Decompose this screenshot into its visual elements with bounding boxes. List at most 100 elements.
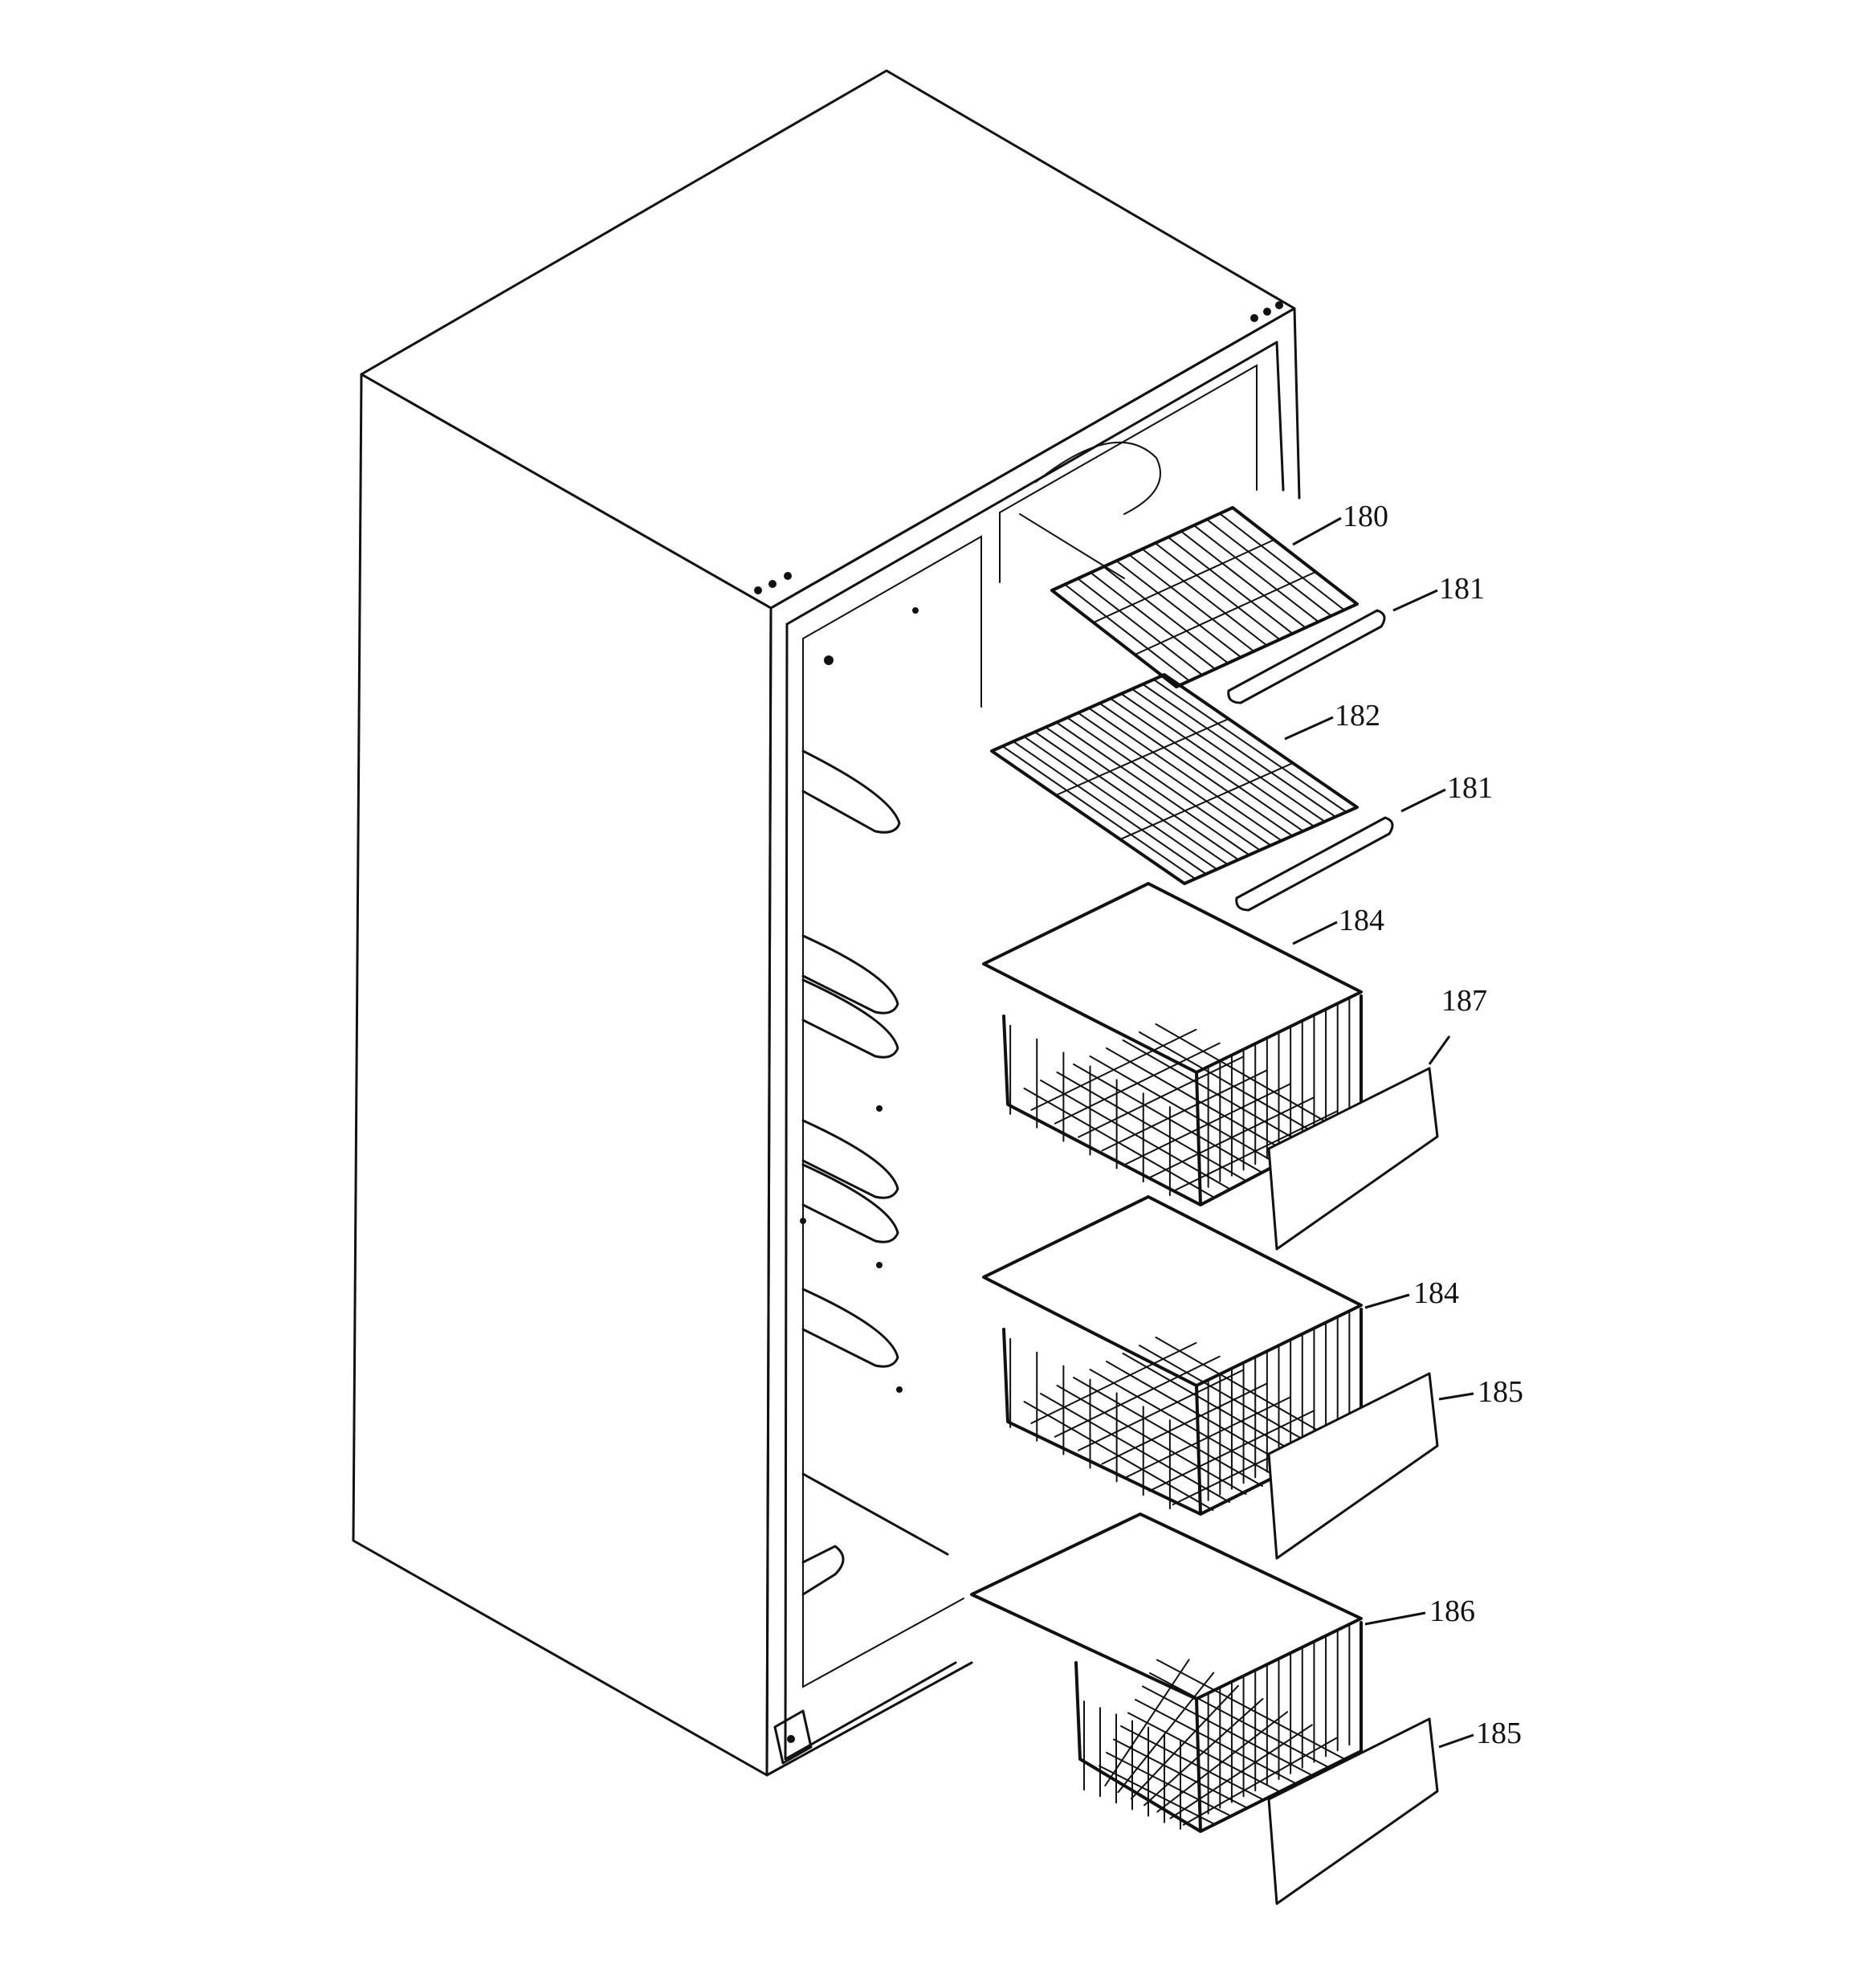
leader-185-lower <box>1438 1733 1474 1749</box>
basket-186-floor-wire <box>1143 1698 1264 1806</box>
shelf-180-bar <box>1218 512 1345 611</box>
wire-basket-186 <box>970 1512 1439 1905</box>
leader-181-upper <box>1392 589 1438 612</box>
shelf-rail-5 <box>801 1163 899 1243</box>
bottom-tray <box>801 1472 949 1596</box>
basket-186-floor-wire <box>1117 1672 1215 1794</box>
shelf-180-bar <box>1115 560 1242 659</box>
top-screw-6 <box>1275 301 1283 309</box>
basket-186-floor-wire <box>1130 1684 1239 1800</box>
shelf-182-bar <box>1033 731 1229 866</box>
bottom-hinge <box>773 1709 813 1765</box>
liner-hole-6 <box>800 1218 806 1224</box>
shelf-180-bar <box>1154 542 1281 641</box>
drawer-front-187 <box>1267 1067 1439 1251</box>
shelf-180-bar <box>1167 536 1294 635</box>
basket-184-upper-floor-wire <box>1078 1055 1245 1138</box>
basket-184-upper-floor-wire <box>1030 1028 1197 1111</box>
wire-basket-184-upper <box>982 882 1439 1251</box>
liner-hole-5 <box>896 1386 903 1393</box>
shelf-180-bar <box>1090 571 1217 670</box>
shelf-rail-6 <box>801 1288 899 1368</box>
shelf-182-bar <box>1066 716 1262 851</box>
basket-184-middle-floor-wire <box>1148 1410 1315 1492</box>
callout-187: 187 <box>1441 984 1487 1018</box>
hinge-screw <box>787 1735 795 1743</box>
leader-180 <box>1292 516 1342 546</box>
leader-184-upper <box>1292 921 1338 945</box>
shelf-180-bar <box>1141 548 1268 647</box>
leader-184-middle <box>1364 1293 1410 1309</box>
top-screw-5 <box>1263 308 1271 316</box>
basket-184-middle-floor-wire <box>1078 1369 1245 1451</box>
shelf-rail-4 <box>801 1119 899 1199</box>
shelf-182-crossbar <box>1119 762 1294 840</box>
callout-184-upper: 184 <box>1339 904 1384 937</box>
callout-180: 180 <box>1343 500 1388 533</box>
top-screw-4 <box>1250 314 1258 322</box>
basket-184-middle-floor-wire <box>1101 1382 1268 1465</box>
shelf-rail-3 <box>801 978 899 1059</box>
leader-181-lower <box>1400 788 1446 813</box>
liner-hole-2 <box>824 655 834 665</box>
basket-186-floor-wire <box>1182 1737 1338 1826</box>
shelf-trim-181-upper <box>1227 609 1386 704</box>
shelf-180-bar <box>1103 565 1229 664</box>
shelf-trim-181-lower <box>1235 816 1394 912</box>
leader-185-upper <box>1438 1392 1474 1401</box>
callout-185-upper: 185 <box>1478 1375 1523 1409</box>
basket-184-upper-floor-wire <box>1054 1042 1221 1125</box>
wire-shelf-182 <box>990 673 1394 912</box>
shelf-182-bar <box>1055 721 1250 856</box>
basket-184-upper-floor-wire <box>1124 1083 1291 1165</box>
top-screw-2 <box>768 580 777 588</box>
shelf-rail-1 <box>801 749 901 834</box>
shelf-rail-2 <box>801 934 899 1014</box>
wire-shelf-180 <box>1050 506 1386 704</box>
callout-182: 182 <box>1335 699 1380 733</box>
shelf-182-bar <box>1099 702 1294 837</box>
shelf-180-bar <box>1064 583 1191 682</box>
callout-181-lower: 181 <box>1447 771 1493 805</box>
shelf-180-crossbar <box>1092 539 1275 623</box>
shelf-182-bar <box>1152 678 1347 813</box>
evaporator-cover <box>1019 441 1161 579</box>
cabinet-front-frame <box>765 307 1301 1777</box>
basket-184-upper-floor-wire <box>1172 1110 1339 1193</box>
liner-back-edge <box>999 364 1258 583</box>
shelf-182-bar <box>1142 683 1337 818</box>
shelf-182-bar <box>1087 707 1282 842</box>
top-screw-1 <box>754 586 762 594</box>
basket-184-middle-floor-wire <box>1054 1355 1221 1438</box>
shelf-182-bar <box>1120 692 1315 827</box>
wire-basket-184-middle <box>982 1195 1439 1560</box>
basket-184-middle-floor-wire <box>1124 1396 1291 1479</box>
liner-hole-1 <box>912 607 919 614</box>
drawer-front-185-upper <box>1267 1372 1439 1560</box>
leader-186 <box>1364 1611 1426 1626</box>
liner-hole-3 <box>876 1105 883 1112</box>
leader-182 <box>1284 716 1334 741</box>
shelf-180-bar <box>1077 578 1204 676</box>
basket-184-upper-floor-wire <box>1101 1069 1268 1152</box>
leader-187 <box>1428 1035 1451 1065</box>
basket-184-middle-floor-wire <box>1030 1341 1197 1424</box>
basket-184-upper-floor-wire <box>1148 1096 1315 1179</box>
freezer-liner <box>802 535 982 1688</box>
callout-186: 186 <box>1429 1594 1475 1628</box>
basket-186-floor-wire <box>1104 1659 1190 1787</box>
refrigerator-cabinet <box>352 69 1301 1777</box>
callout-181-upper: 181 <box>1439 572 1485 606</box>
shelf-180-crossbar <box>1134 571 1317 655</box>
shelf-182-bar <box>1131 688 1326 823</box>
top-screw-3 <box>784 572 792 580</box>
drawer-front-185-lower <box>1267 1717 1439 1905</box>
callouts: 180 181 182 181 184 187 184 185 186 185 <box>1284 500 1523 1750</box>
shelf-182-bar <box>1023 736 1218 871</box>
shelf-182-crossbar <box>1055 718 1229 796</box>
liner-hole-4 <box>876 1262 883 1268</box>
shelf-182-bar <box>1012 741 1207 876</box>
shelf-182-bar <box>1045 726 1240 861</box>
callout-184-middle: 184 <box>1413 1276 1459 1310</box>
